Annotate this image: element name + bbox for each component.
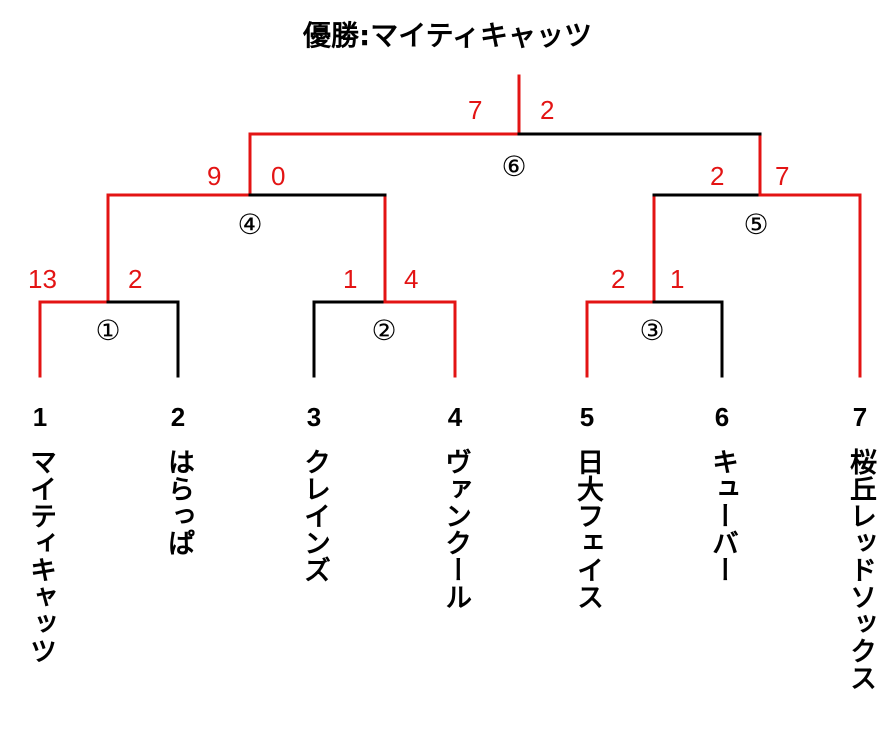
- match-5-number: ⑤: [743, 208, 769, 241]
- team-4-seed: 4: [447, 402, 463, 432]
- team-3-name: クレインズ: [299, 448, 330, 583]
- team-1-seed: 1: [32, 402, 48, 432]
- match-5-right-score: 7: [775, 161, 790, 191]
- champion-separator: :: [359, 19, 371, 52]
- team-5-seed: 5: [579, 402, 595, 432]
- team-3-seed: 3: [306, 402, 322, 432]
- champion-name: マイティキャッツ: [370, 19, 592, 52]
- champion-label: 優勝: [303, 19, 360, 52]
- match-4-number: ④: [237, 208, 263, 241]
- match-1-number: ①: [95, 314, 121, 347]
- match-1-right-score: 2: [128, 264, 143, 294]
- match-1-right-line: [106, 300, 180, 378]
- match-2-right-score: 4: [404, 264, 419, 294]
- match-6-number: ⑥: [501, 150, 527, 183]
- team-7-name: 桜丘レッドソックス: [845, 448, 876, 691]
- match-3-left-line: [585, 193, 656, 378]
- match-4-left-score: 9: [207, 161, 222, 191]
- match-4-right-score: 0: [271, 161, 286, 191]
- team-2-name: はらっぱ: [163, 448, 194, 556]
- team-4-name: ヴァンクール: [440, 448, 471, 610]
- match-3-number: ③: [639, 314, 665, 347]
- team-6-name: キューバー: [707, 448, 738, 583]
- match-2-left-score: 1: [343, 264, 358, 294]
- match-5-right-line: [758, 132, 862, 378]
- match-2-left-line: [312, 300, 387, 378]
- match-1-left-score: 13: [28, 264, 57, 294]
- match-3-right-line: [652, 300, 724, 378]
- match-3-left-score: 2: [611, 264, 626, 294]
- team-6-seed: 6: [714, 402, 730, 432]
- match-3-right-score: 1: [670, 264, 685, 294]
- match-1-left-line: [38, 193, 110, 378]
- team-1-name: マイティキャッツ: [25, 448, 56, 664]
- team-7-seed: 7: [852, 402, 868, 432]
- team-5-name: 日大フェイス: [572, 448, 603, 610]
- match-6-right-score: 2: [540, 95, 555, 125]
- match-6-left-score: 7: [468, 95, 483, 125]
- match-5-left-score: 2: [710, 161, 725, 191]
- team-2-seed: 2: [170, 402, 186, 432]
- match-4-left-line: [106, 132, 252, 197]
- match-2-right-line: [383, 193, 457, 378]
- match-2-number: ②: [371, 314, 397, 347]
- champion-heading: 優勝:マイティキャッツ: [0, 14, 895, 54]
